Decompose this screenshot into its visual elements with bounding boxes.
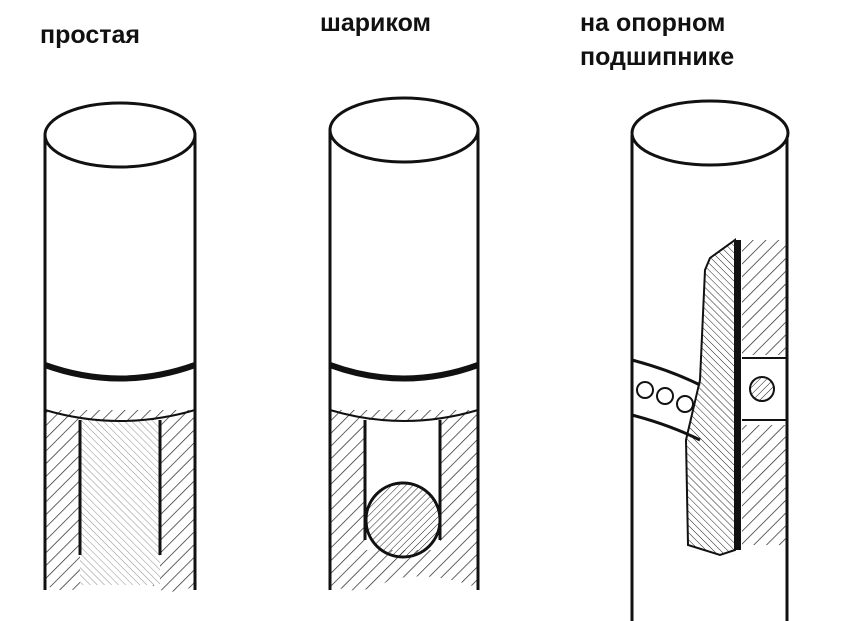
label-bearing-hinge-line1: на опорном (580, 9, 726, 37)
simple-hinge (43, 101, 197, 592)
label-ball-hinge: шариком (320, 9, 431, 37)
ball-icon (364, 481, 442, 559)
bearing-ball-icon (749, 376, 775, 402)
label-bearing-hinge-line2: подшипнике (580, 43, 735, 71)
bearing-balls-icon (636, 381, 694, 413)
label-simple-hinge: простая (40, 21, 140, 49)
bearing-hinge (630, 99, 790, 621)
ball-hinge (328, 96, 480, 591)
